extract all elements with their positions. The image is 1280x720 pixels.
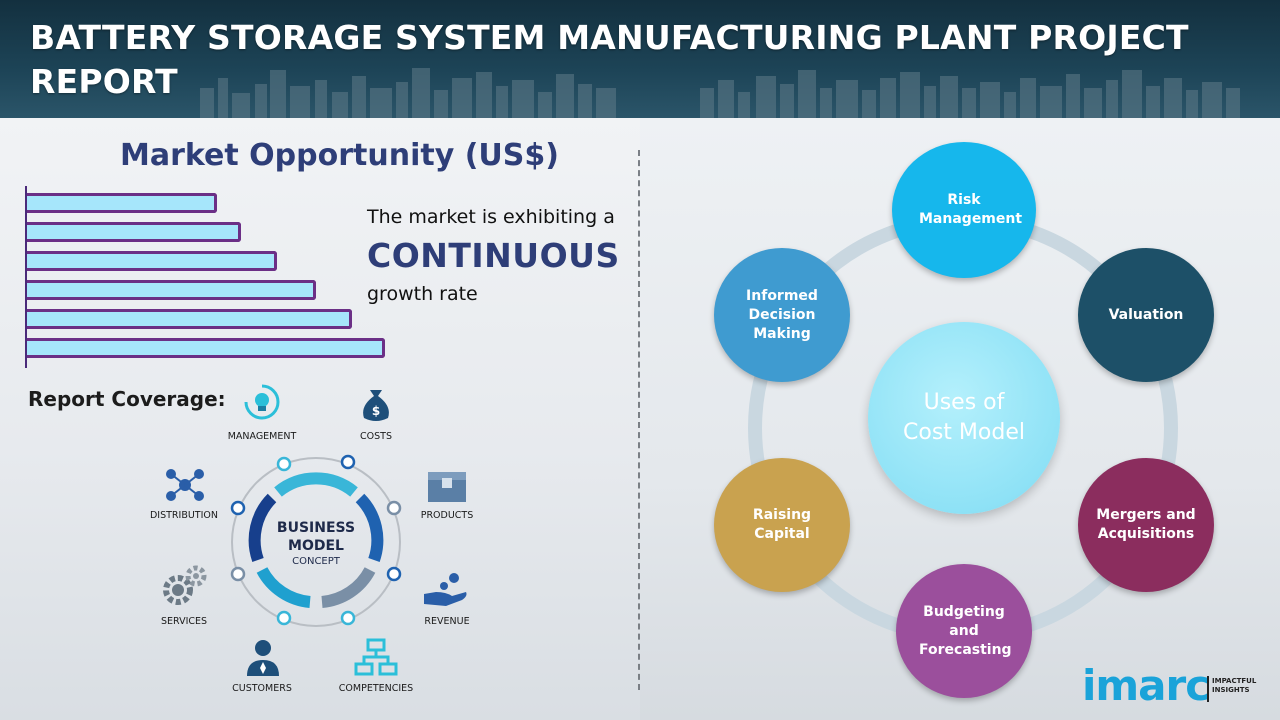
cost-model-center-line1: Uses of: [923, 390, 1005, 415]
left-panel: [0, 118, 640, 720]
node-risk-management: Risk Management: [892, 142, 1036, 278]
products-icon: [428, 472, 466, 502]
market-text-line3: growth rate: [367, 283, 478, 305]
bm-center-line2: MODEL: [288, 538, 344, 554]
distribution-icon: [166, 469, 204, 501]
money-bag-icon: $: [363, 390, 389, 421]
logo-tagline-line2: INSIGHTS: [1212, 686, 1250, 694]
city-skyline-graphic: [200, 68, 1240, 118]
node-informed-decision-making: Informed Decision Making: [714, 248, 850, 382]
coverage-label-costs: COSTS: [360, 431, 392, 442]
node-label: Mergers and Acquisitions: [1096, 507, 1196, 542]
imarc-logo: imarc: [1082, 661, 1210, 710]
market-opportunity-title: Market Opportunity (US$): [120, 138, 559, 173]
bm-center-line3: CONCEPT: [292, 556, 341, 567]
market-bar: [27, 338, 385, 358]
node-label: Valuation: [1108, 306, 1184, 323]
bar-chart-axis: [25, 186, 27, 368]
coverage-label-products: PRODUCTS: [420, 510, 474, 521]
node-label: Budgeting and Forecasting: [919, 603, 1012, 658]
cost-model-center-line2: Cost Model: [903, 420, 1025, 445]
coverage-label-customers: CUSTOMERS: [232, 683, 292, 694]
panel-divider: [638, 150, 640, 690]
gears-icon: [163, 565, 207, 605]
market-emphasis: CONTINUOUS: [367, 236, 620, 275]
node-mergers-acquisitions: Mergers and Acquisitions: [1078, 458, 1214, 592]
market-bar: [27, 193, 217, 213]
node-valuation: Valuation: [1078, 248, 1214, 382]
revenue-icon: [424, 573, 467, 606]
node-label: Risk Management: [919, 192, 1023, 227]
header-banner: BATTERY STORAGE SYSTEM MANUFACTURING PLA…: [0, 0, 1280, 118]
market-bar: [27, 222, 241, 242]
logo-tagline: IMPACTFUL INSIGHTS: [1212, 677, 1272, 695]
coverage-label-management: MANAGEMENT: [227, 431, 297, 442]
report-coverage-label: Report Coverage:: [28, 387, 226, 411]
coverage-label-revenue: REVENUE: [424, 616, 470, 627]
business-model-diagram: BUSINESS MODEL CONCEPT: [230, 454, 402, 627]
node-raising-capital: Raising Capital: [714, 458, 850, 592]
management-icon: [244, 384, 280, 420]
coverage-label-distribution: DISTRIBUTION: [149, 510, 218, 521]
node-budgeting-forecasting: Budgeting and Forecasting: [896, 564, 1032, 698]
page-title: BATTERY STORAGE SYSTEM MANUFACTURING PLA…: [30, 18, 1189, 101]
svg-text:$: $: [372, 404, 380, 418]
node-label: Informed Decision Making: [746, 287, 818, 342]
market-text-line1: The market is exhibiting a: [367, 206, 615, 228]
bm-center-line1: BUSINESS: [277, 520, 355, 536]
coverage-label-services: SERVICES: [160, 616, 208, 627]
cost-model-center: Uses of Cost Model: [868, 322, 1060, 514]
logo-divider: [1207, 676, 1209, 702]
coverage-label-competencies: COMPETENCIES: [338, 683, 414, 694]
node-label: Raising Capital: [752, 507, 812, 542]
logo-tagline-line1: IMPACTFUL: [1212, 677, 1257, 685]
market-bar: [27, 309, 352, 329]
customer-icon: [247, 640, 279, 676]
competencies-icon: [354, 638, 398, 676]
market-bar: [27, 251, 277, 271]
market-bar: [27, 280, 316, 300]
